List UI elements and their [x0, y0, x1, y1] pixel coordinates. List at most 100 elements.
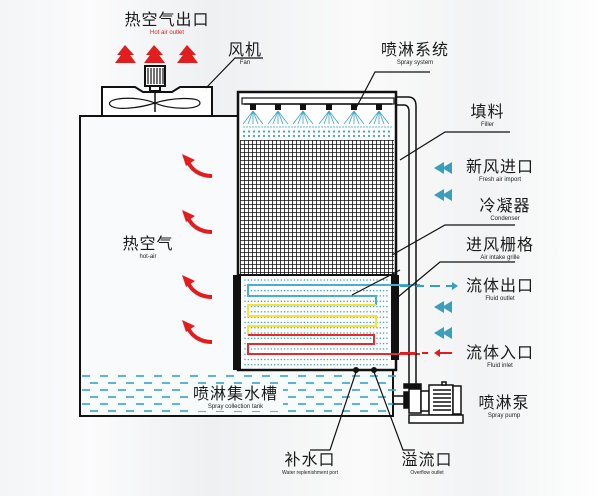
water-droplet — [313, 326, 316, 329]
water-droplet — [376, 348, 378, 350]
spray-droplet — [262, 134, 266, 138]
water-droplet — [369, 321, 372, 324]
water-droplet — [330, 332, 332, 334]
water-droplet — [372, 305, 375, 308]
water-droplet — [346, 305, 349, 308]
water-droplet — [379, 300, 382, 302]
water-droplet — [320, 300, 322, 302]
water-droplet — [359, 279, 362, 281]
spray-droplet — [366, 126, 368, 128]
water-droplet — [382, 316, 385, 318]
water-droplet — [336, 300, 339, 302]
water-droplet — [264, 348, 266, 350]
spray-pipe — [393, 96, 422, 405]
water-droplet — [310, 300, 312, 302]
water-droplet — [254, 279, 256, 281]
label-en: Fluid outlet — [485, 296, 515, 302]
water-droplet — [323, 337, 325, 340]
water-droplet — [273, 326, 276, 329]
water-droplet — [356, 364, 358, 366]
label-cn: 喷淋泵 — [478, 393, 530, 412]
water-droplet — [310, 326, 312, 329]
water-droplet — [386, 332, 388, 334]
water-droplet — [290, 321, 292, 324]
spray-droplet — [312, 130, 316, 133]
water-droplet — [293, 305, 296, 308]
water-droplet — [303, 305, 306, 308]
label-en: hot-air — [139, 254, 157, 260]
water-droplet — [320, 332, 322, 334]
water-droplet — [316, 358, 319, 361]
spray-droplet — [357, 130, 361, 133]
water-droplet — [372, 358, 375, 361]
spray-droplet — [336, 126, 338, 128]
curved-arrow-icon — [182, 275, 213, 299]
water-droplet — [287, 311, 289, 313]
water-droplet — [287, 289, 289, 292]
water-droplet — [300, 348, 302, 350]
water-droplet — [287, 332, 289, 334]
spray-droplet — [306, 126, 308, 128]
spray-droplet — [312, 134, 316, 138]
water-droplet — [267, 332, 269, 334]
water-droplet — [260, 289, 263, 292]
water-droplet — [316, 305, 319, 308]
water-droplet — [343, 364, 345, 366]
spray-droplet — [337, 134, 341, 138]
water-droplet — [264, 305, 266, 308]
water-droplet — [333, 348, 335, 350]
water-droplet — [257, 326, 259, 329]
water-droplet — [356, 348, 358, 350]
water-droplet — [356, 337, 358, 340]
water-droplet — [316, 300, 319, 302]
water-droplet — [372, 289, 375, 292]
water-droplet — [250, 364, 253, 366]
label-fan: 风机 Fan — [225, 41, 265, 67]
water-droplet — [257, 348, 259, 350]
water-droplet — [346, 332, 349, 334]
water-droplet — [349, 279, 352, 281]
water-droplet — [306, 364, 309, 366]
water-droplet — [330, 348, 332, 350]
nozzle-icon — [292, 104, 314, 125]
spray-droplet — [387, 126, 389, 128]
water-droplet — [359, 305, 362, 308]
spray-droplet — [258, 126, 260, 128]
fresh-air-arrow-icon — [434, 327, 452, 339]
spray-droplet — [381, 126, 383, 128]
fan-assembly — [101, 65, 213, 115]
spray-droplet — [378, 126, 380, 128]
water-droplet — [244, 300, 246, 302]
water-droplet — [244, 311, 246, 313]
water-droplet — [273, 305, 276, 308]
water-droplet — [283, 326, 286, 329]
water-droplet — [280, 300, 283, 302]
water-droplet — [273, 332, 276, 334]
spray-droplet — [243, 126, 245, 128]
spray-droplet — [309, 126, 311, 128]
water-droplet — [313, 358, 316, 361]
spray-droplet — [276, 126, 278, 128]
water-droplet — [254, 348, 256, 350]
water-droplet — [257, 321, 259, 324]
water-droplet — [372, 348, 375, 350]
water-droplet — [376, 337, 378, 340]
water-droplet — [323, 305, 325, 308]
water-droplet — [366, 364, 368, 366]
water-droplet — [379, 342, 382, 345]
water-droplet — [306, 358, 309, 361]
water-droplet — [280, 321, 283, 324]
water-droplet — [287, 348, 289, 350]
water-droplet — [257, 364, 259, 366]
water-droplet — [343, 311, 345, 313]
water-droplet — [369, 358, 372, 361]
spray-droplet — [288, 126, 290, 128]
water-droplet — [353, 311, 355, 313]
water-droplet — [313, 348, 316, 350]
water-droplet — [257, 311, 259, 313]
spray-droplet — [272, 134, 276, 138]
water-droplet — [313, 364, 316, 366]
spray-droplet — [315, 126, 317, 128]
water-droplet — [297, 279, 299, 281]
spray-droplet — [382, 130, 386, 133]
